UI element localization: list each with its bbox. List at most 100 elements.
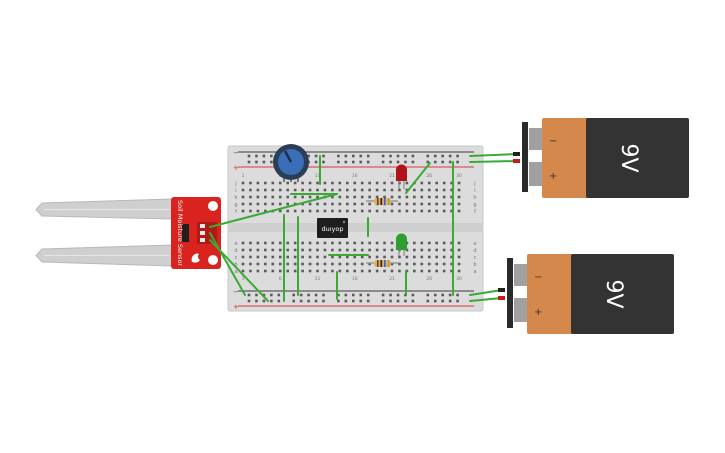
breadboard-hole[interactable]: [450, 241, 453, 245]
breadboard-hole[interactable]: [375, 209, 379, 213]
breadboard-hole[interactable]: [308, 195, 312, 199]
breadboard-hole[interactable]: [241, 188, 245, 192]
breadboard-hole[interactable]: [353, 248, 357, 252]
breadboard-hole[interactable]: [301, 195, 304, 199]
breadboard-hole[interactable]: [442, 269, 446, 273]
breadboard-hole[interactable]: [450, 248, 453, 252]
breadboard-hole[interactable]: [420, 241, 424, 245]
breadboard-hole[interactable]: [383, 241, 386, 245]
breadboard-hole[interactable]: [241, 248, 245, 252]
breadboard-hole[interactable]: [457, 248, 461, 252]
breadboard-hole[interactable]: [314, 293, 318, 297]
breadboard-hole[interactable]: [368, 241, 371, 245]
breadboard-hole[interactable]: [426, 299, 430, 303]
breadboard-hole[interactable]: [241, 269, 245, 273]
breadboard-hole[interactable]: [299, 299, 303, 303]
breadboard-hole[interactable]: [292, 293, 295, 297]
breadboard-hole[interactable]: [331, 209, 334, 213]
breadboard-hole[interactable]: [247, 160, 251, 164]
breadboard-hole[interactable]: [308, 241, 312, 245]
breadboard-hole[interactable]: [375, 241, 379, 245]
breadboard-hole[interactable]: [456, 293, 459, 297]
breadboard-hole[interactable]: [457, 209, 461, 213]
breadboard-hole[interactable]: [360, 209, 364, 213]
breadboard-hole[interactable]: [389, 154, 392, 158]
breadboard-hole[interactable]: [396, 293, 400, 297]
breadboard-hole[interactable]: [389, 293, 392, 297]
wire-battery-top-pos[interactable]: [469, 160, 518, 163]
breadboard-hole[interactable]: [278, 188, 282, 192]
breadboard-hole[interactable]: [278, 195, 282, 199]
breadboard-hole[interactable]: [301, 241, 304, 245]
breadboard-hole[interactable]: [457, 188, 461, 192]
breadboard-hole[interactable]: [307, 154, 310, 158]
breadboard-hole[interactable]: [405, 181, 409, 185]
breadboard-hole[interactable]: [390, 241, 394, 245]
breadboard-hole[interactable]: [457, 202, 461, 206]
wire-led-red[interactable]: [405, 162, 431, 194]
breadboard-hole[interactable]: [360, 269, 364, 273]
resistor-top[interactable]: [366, 198, 398, 205]
breadboard-hole[interactable]: [359, 160, 363, 164]
breadboard-hole[interactable]: [338, 181, 342, 185]
breadboard-hole[interactable]: [346, 181, 349, 185]
breadboard-hole[interactable]: [457, 269, 461, 273]
breadboard-hole[interactable]: [278, 209, 282, 213]
breadboard-hole[interactable]: [308, 255, 312, 259]
breadboard-hole[interactable]: [241, 262, 245, 266]
breadboard-hole[interactable]: [286, 202, 289, 206]
breadboard-hole[interactable]: [241, 209, 245, 213]
breadboard-hole[interactable]: [433, 299, 437, 303]
breadboard-hole[interactable]: [404, 299, 407, 303]
breadboard-hole[interactable]: [323, 241, 327, 245]
breadboard-hole[interactable]: [256, 209, 260, 213]
breadboard-hole[interactable]: [316, 202, 319, 206]
breadboard-hole[interactable]: [323, 202, 327, 206]
breadboard-hole[interactable]: [368, 181, 371, 185]
breadboard-hole[interactable]: [256, 269, 260, 273]
breadboard-hole[interactable]: [314, 299, 318, 303]
breadboard-hole[interactable]: [390, 248, 394, 252]
breadboard-hole[interactable]: [344, 299, 348, 303]
breadboard-hole[interactable]: [435, 209, 438, 213]
breadboard-hole[interactable]: [435, 181, 438, 185]
breadboard-hole[interactable]: [396, 160, 400, 164]
breadboard-hole[interactable]: [308, 202, 312, 206]
breadboard-hole[interactable]: [323, 181, 327, 185]
breadboard-hole[interactable]: [331, 195, 334, 199]
breadboard-hole[interactable]: [427, 188, 431, 192]
breadboard-hole[interactable]: [256, 195, 260, 199]
breadboard-hole[interactable]: [457, 195, 461, 199]
breadboard-hole[interactable]: [308, 269, 312, 273]
breadboard-hole[interactable]: [381, 154, 385, 158]
breadboard-hole[interactable]: [314, 160, 318, 164]
breadboard-hole[interactable]: [346, 209, 349, 213]
breadboard-hole[interactable]: [256, 188, 260, 192]
breadboard-hole[interactable]: [360, 181, 364, 185]
breadboard-hole[interactable]: [271, 195, 275, 199]
breadboard-hole[interactable]: [360, 241, 364, 245]
breadboard-hole[interactable]: [427, 248, 431, 252]
breadboard-hole[interactable]: [360, 262, 364, 266]
breadboard-hole[interactable]: [338, 202, 342, 206]
breadboard-hole[interactable]: [413, 262, 416, 266]
breadboard-hole[interactable]: [398, 209, 401, 213]
breadboard-hole[interactable]: [241, 202, 245, 206]
breadboard-hole[interactable]: [426, 293, 430, 297]
sensor-pin-vcc[interactable]: [200, 224, 205, 228]
breadboard-hole[interactable]: [346, 188, 349, 192]
breadboard-hole[interactable]: [368, 209, 371, 213]
breadboard-hole[interactable]: [368, 269, 371, 273]
breadboard-hole[interactable]: [271, 248, 275, 252]
breadboard-hole[interactable]: [301, 248, 304, 252]
breadboard-hole[interactable]: [255, 154, 258, 158]
battery-top[interactable]: − + 9V: [522, 118, 689, 198]
breadboard-hole[interactable]: [368, 262, 371, 266]
breadboard-hole[interactable]: [331, 241, 334, 245]
breadboard-hole[interactable]: [255, 299, 258, 303]
led-red[interactable]: [396, 164, 407, 190]
breadboard-hole[interactable]: [396, 299, 400, 303]
breadboard-hole[interactable]: [359, 293, 363, 297]
breadboard-hole[interactable]: [293, 248, 297, 252]
breadboard-hole[interactable]: [249, 255, 252, 259]
